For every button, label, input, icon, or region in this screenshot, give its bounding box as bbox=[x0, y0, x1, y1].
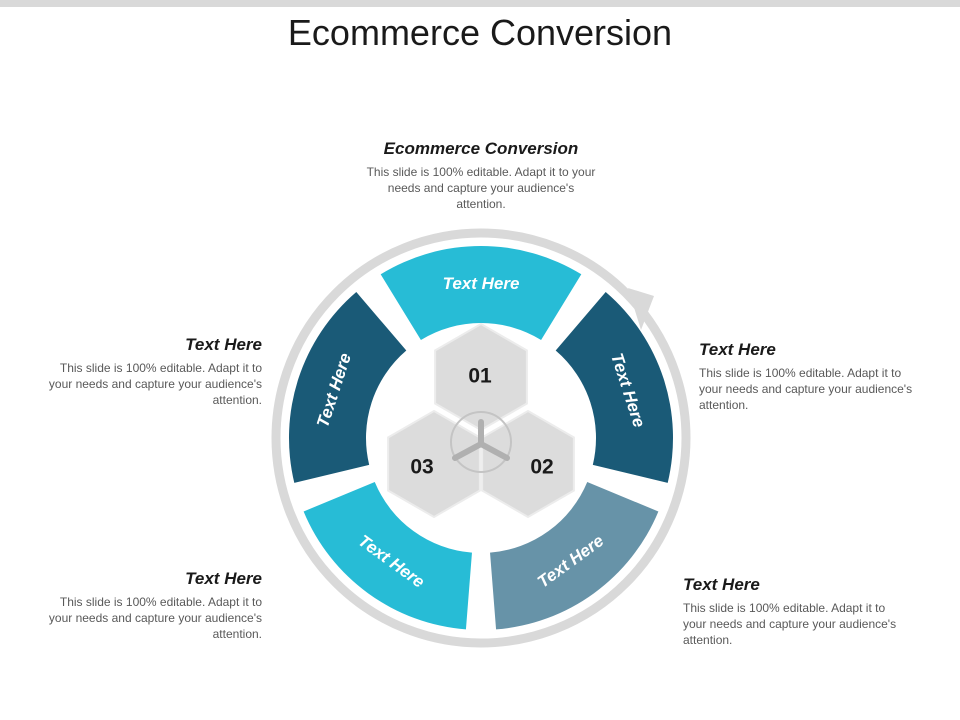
callout-upper-left: Text Here This slide is 100% editable. A… bbox=[40, 335, 262, 408]
callout-lower-left-body: This slide is 100% editable. Adapt it to… bbox=[48, 595, 262, 641]
hexagon-03-label: 03 bbox=[410, 456, 433, 479]
cycle-segment-1-label: Text Here bbox=[443, 274, 520, 293]
callout-upper-left-heading: Text Here bbox=[185, 335, 262, 354]
callout-upper-right: Text Here This slide is 100% editable. A… bbox=[699, 340, 917, 413]
center-connector-spoke-3 bbox=[452, 441, 484, 461]
top-rule bbox=[0, 0, 960, 7]
cycle-segment-2 bbox=[555, 292, 673, 483]
cycle-segment-1 bbox=[380, 246, 582, 340]
callout-lower-left-heading: Text Here bbox=[185, 569, 262, 588]
outer-ring bbox=[271, 228, 691, 648]
center-connector-spoke-2 bbox=[478, 441, 510, 461]
cycle-segment-5 bbox=[289, 292, 407, 483]
callout-top-body: This slide is 100% editable. Adapt it to… bbox=[366, 165, 596, 211]
hexagon-01-label: 01 bbox=[468, 365, 492, 388]
hexagon-cluster: 01 02 03 bbox=[373, 322, 589, 546]
cycle-segment-4 bbox=[303, 482, 472, 630]
callout-lower-right-heading: Text Here bbox=[683, 575, 760, 594]
callout-upper-left-body: This slide is 100% editable. Adapt it to… bbox=[48, 361, 262, 407]
callout-lower-left: Text Here This slide is 100% editable. A… bbox=[40, 569, 262, 642]
callout-lower-right-body: This slide is 100% editable. Adapt it to… bbox=[683, 601, 897, 647]
clockwise-arrow-icon bbox=[628, 288, 654, 330]
callout-top-heading: Ecommerce Conversion bbox=[383, 139, 579, 158]
outer-ring-track bbox=[271, 228, 691, 648]
callout-lower-right: Text Here This slide is 100% editable. A… bbox=[683, 575, 903, 648]
callout-upper-right-heading: Text Here bbox=[699, 340, 776, 359]
hexagon-02-label: 02 bbox=[530, 456, 553, 479]
slide-title: Ecommerce Conversion bbox=[287, 12, 673, 53]
cycle-segment-3 bbox=[490, 482, 659, 630]
callout-top: Ecommerce Conversion This slide is 100% … bbox=[365, 139, 597, 212]
callout-upper-right-body: This slide is 100% editable. Adapt it to… bbox=[699, 366, 913, 412]
center-connector-ring bbox=[450, 411, 512, 473]
